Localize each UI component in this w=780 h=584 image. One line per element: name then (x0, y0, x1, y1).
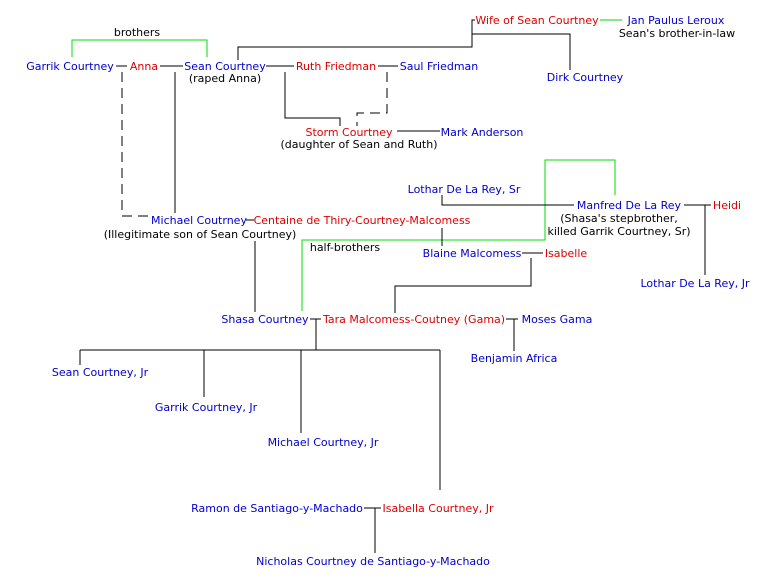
note-killed-garrik: killed Garrik Courtney, Sr) (547, 225, 691, 238)
person-garrik-courtney-jr: Garrik Courtney, Jr (154, 401, 258, 414)
person-jan-paulus-leroux: Jan Paulus Leroux (627, 14, 725, 27)
person-wife-of-sean-courtney: Wife of Sean Courtney (475, 14, 599, 27)
person-shasa-courtney: Shasa Courtney (221, 313, 309, 326)
person-moses-gama: Moses Gama (521, 313, 593, 326)
half-brothers-bracket (301, 159, 616, 311)
person-dirk-courtney: Dirk Courtney (546, 71, 624, 84)
person-tara-malcomess: Tara Malcomess-Coutney (Gama) (322, 313, 506, 326)
person-lothar-de-la-rey-sr: Lothar De La Rey, Sr (407, 183, 521, 196)
person-isabelle: Isabelle (544, 247, 588, 260)
person-sean-courtney-jr: Sean Courtney, Jr (51, 366, 149, 379)
person-heidi: Heidi (712, 199, 742, 212)
note-half-brothers: half-brothers (309, 241, 381, 254)
note-brother-in-law: Sean's brother-in-law (618, 27, 736, 40)
note-raped-anna: (raped Anna) (188, 72, 262, 85)
person-lothar-de-la-rey-jr: Lothar De La Rey, Jr (640, 277, 750, 290)
person-ruth-friedman: Ruth Friedman (295, 60, 377, 73)
person-blaine-malcomess: Blaine Malcomess (422, 247, 522, 260)
note-illegitimate-son: (Illegitimate son of Sean Courtney) (103, 228, 297, 241)
person-benjamin-africa: Benjamin Africa (470, 352, 558, 365)
person-saul-friedman: Saul Friedman (399, 60, 479, 73)
note-shasas-stepbrother: (Shasa's stepbrother, (560, 212, 678, 225)
person-manfred-de-la-rey: Manfred De La Rey (576, 199, 682, 212)
person-sean-courtney: Sean Courtney (184, 60, 266, 73)
person-mark-anderson: Mark Anderson (440, 126, 524, 139)
person-michael-coutrney: Michael Coutrney (151, 214, 247, 227)
person-michael-courtney-jr: Michael Courtney, Jr (267, 436, 379, 449)
dashed-links (121, 72, 388, 217)
person-anna: Anna (129, 60, 159, 73)
note-daughter-of-sean-and-ruth: (daughter of Sean and Ruth) (280, 138, 438, 151)
person-isabella-courtney-jr: Isabella Courtney, Jr (382, 502, 494, 515)
person-storm-courtney: Storm Courtney (305, 126, 393, 139)
family-links (79, 19, 711, 553)
person-centaine-de-thiry: Centaine de Thiry-Courtney-Malcomess (253, 214, 471, 227)
person-garrik-courtney: Garrik Courtney (26, 60, 114, 73)
brothers-bracket (71, 39, 208, 57)
person-nicholas-courtney: Nicholas Courtney de Santiago-y-Machado (256, 555, 490, 568)
person-ramon-de-santiago: Ramon de Santiago-y-Machado (191, 502, 363, 515)
note-brothers: brothers (113, 26, 161, 39)
